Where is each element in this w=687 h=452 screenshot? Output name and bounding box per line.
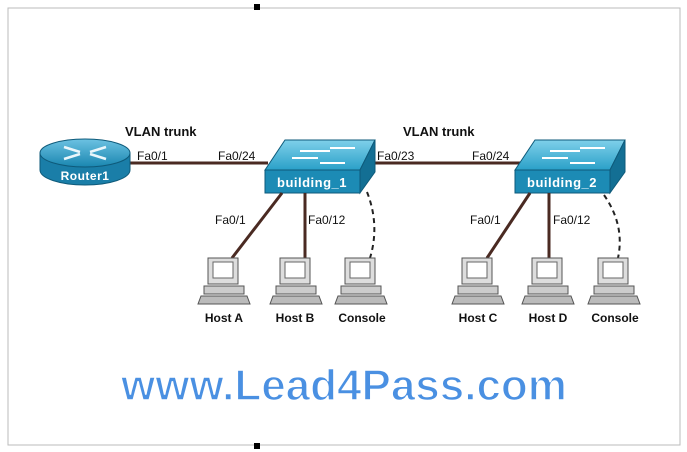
console-1-pc-icon[interactable]: [334, 257, 388, 305]
port-label: Fa0/24: [218, 149, 256, 163]
host-d-pc-icon[interactable]: [521, 257, 575, 305]
switch-label: building_2: [527, 175, 597, 190]
console-cable-1: [366, 191, 376, 259]
link-host-c: [485, 192, 532, 259]
resize-handle-bottom[interactable]: [254, 443, 260, 449]
switch-building-1-icon[interactable]: building_1: [264, 139, 376, 195]
link-title: VLAN trunk: [403, 124, 475, 139]
link-title: VLAN trunk: [125, 124, 197, 139]
link-host-a: [230, 192, 284, 259]
host-label: Host A: [205, 311, 244, 325]
port-label: Fa0/24: [472, 149, 510, 163]
port-label: Fa0/1: [470, 213, 501, 227]
router-icon[interactable]: Router1: [39, 138, 131, 186]
host-label: Host C: [459, 311, 498, 325]
host-label: Console: [591, 311, 639, 325]
host-b-pc-icon[interactable]: [269, 257, 323, 305]
host-label: Console: [338, 311, 386, 325]
port-label: Fa0/1: [137, 149, 168, 163]
port-label: Fa0/1: [215, 213, 246, 227]
port-label: Fa0/12: [553, 213, 591, 227]
host-label: Host B: [276, 311, 315, 325]
frame-border: [7, 7, 681, 446]
console-2-pc-icon[interactable]: [587, 257, 641, 305]
port-label: Fa0/12: [308, 213, 346, 227]
console-cable-2: [603, 194, 621, 259]
port-label: Fa0/23: [377, 149, 415, 163]
switch-label: building_1: [277, 175, 347, 190]
switch-building-2-icon[interactable]: building_2: [514, 139, 626, 195]
host-label: Host D: [529, 311, 568, 325]
resize-handle-top[interactable]: [254, 4, 260, 10]
host-a-pc-icon[interactable]: [197, 257, 251, 305]
host-c-pc-icon[interactable]: [451, 257, 505, 305]
router-label: Router1: [61, 169, 110, 183]
watermark: www.Lead4Pass.com: [120, 361, 567, 410]
